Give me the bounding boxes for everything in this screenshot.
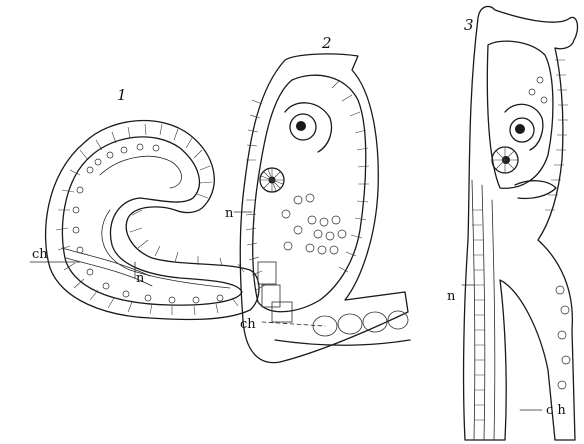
figure-2-ch-pointer	[262, 322, 325, 326]
figure-1-inner-outline	[62, 137, 242, 305]
figure-3-brain-cavity	[487, 41, 553, 188]
figure-1: 1 ch n	[30, 86, 259, 320]
figure-3-body-columns	[472, 180, 495, 440]
figure-3-cell-column-right	[545, 60, 568, 210]
figure-3-n-label: n	[447, 289, 456, 304]
figure-3-mouth	[515, 181, 556, 199]
figure-1-gut-tube	[100, 156, 230, 288]
figure-2-cell-column-right	[332, 80, 369, 272]
figure-2-n-label: n	[225, 206, 234, 221]
figure-3-ch-label: c h	[546, 403, 566, 418]
figure-2-pupil	[296, 121, 306, 131]
figure-3-granules	[529, 77, 570, 389]
figure-2-inner-outline	[253, 75, 366, 312]
figure-2-rosette	[260, 168, 284, 192]
figure-1-ch-label: ch	[32, 247, 48, 262]
figure-2: 2	[225, 34, 410, 363]
figure-3-rosette	[492, 147, 518, 173]
figure-2-number: 2	[321, 34, 332, 52]
figure-2-ch-label: ch	[240, 317, 256, 332]
figure-2-notochord-blocks	[258, 262, 408, 336]
figure-3: 3 n	[447, 6, 577, 440]
figure-1-number: 1	[117, 86, 127, 104]
figure-3-number: 3	[464, 16, 474, 34]
figure-2-yolk-cells	[282, 194, 346, 254]
figure-3-pupil	[515, 124, 525, 134]
figure-2-eye-cup	[285, 103, 332, 152]
figure-1-n-label: n	[136, 271, 145, 286]
